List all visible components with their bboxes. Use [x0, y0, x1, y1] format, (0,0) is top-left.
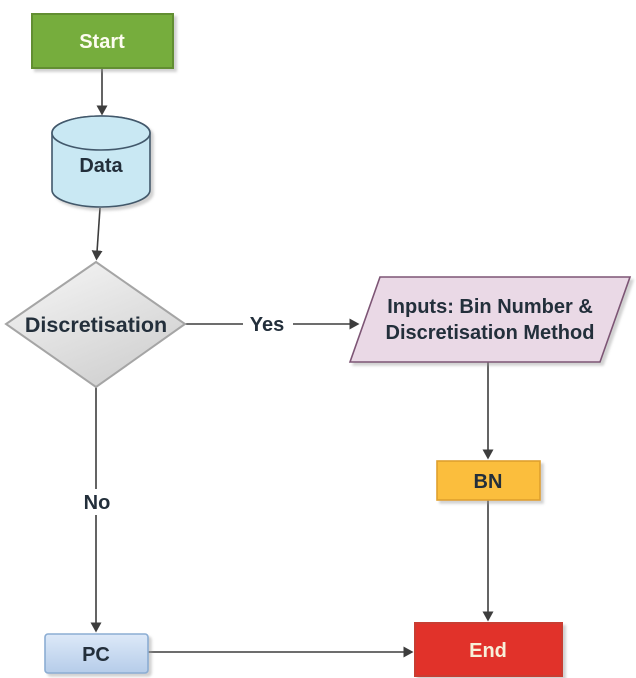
- pc-label: PC: [82, 644, 110, 666]
- node-decision: Discretisation: [4, 260, 187, 389]
- no-label: No: [84, 492, 111, 514]
- node-bn: BN: [436, 460, 541, 501]
- yes-label-background: [243, 311, 293, 337]
- data-label: Data: [79, 155, 123, 177]
- inputs-label-line1: Inputs: Bin Number &: [387, 296, 593, 318]
- yes-label: Yes: [250, 314, 284, 336]
- bn-shape: [436, 460, 541, 501]
- edge-label-no: No: [74, 489, 120, 515]
- decision-label: Discretisation: [25, 313, 167, 337]
- node-start: Start: [31, 13, 174, 69]
- inputs-label-line2: Discretisation Method: [386, 322, 595, 344]
- node-data: Data: [51, 115, 151, 208]
- node-end: End: [414, 622, 563, 677]
- node-pc: PC: [44, 633, 149, 674]
- end-label: End: [469, 640, 507, 662]
- end-shape: [414, 622, 563, 677]
- no-label-background: [74, 489, 120, 515]
- edge-data-to-decision: [91, 207, 103, 261]
- data-cylinder-top: [51, 115, 151, 151]
- start-label: Start: [79, 31, 125, 53]
- edge-label-yes: Yes: [243, 311, 293, 337]
- pc-shape: [44, 633, 149, 674]
- inputs-parallelogram-shape: [348, 276, 632, 363]
- decision-diamond-shape: [4, 260, 187, 389]
- bn-label: BN: [474, 471, 503, 493]
- start-shape: [31, 13, 174, 69]
- node-inputs: Inputs: Bin Number & Discretisation Meth…: [348, 276, 632, 363]
